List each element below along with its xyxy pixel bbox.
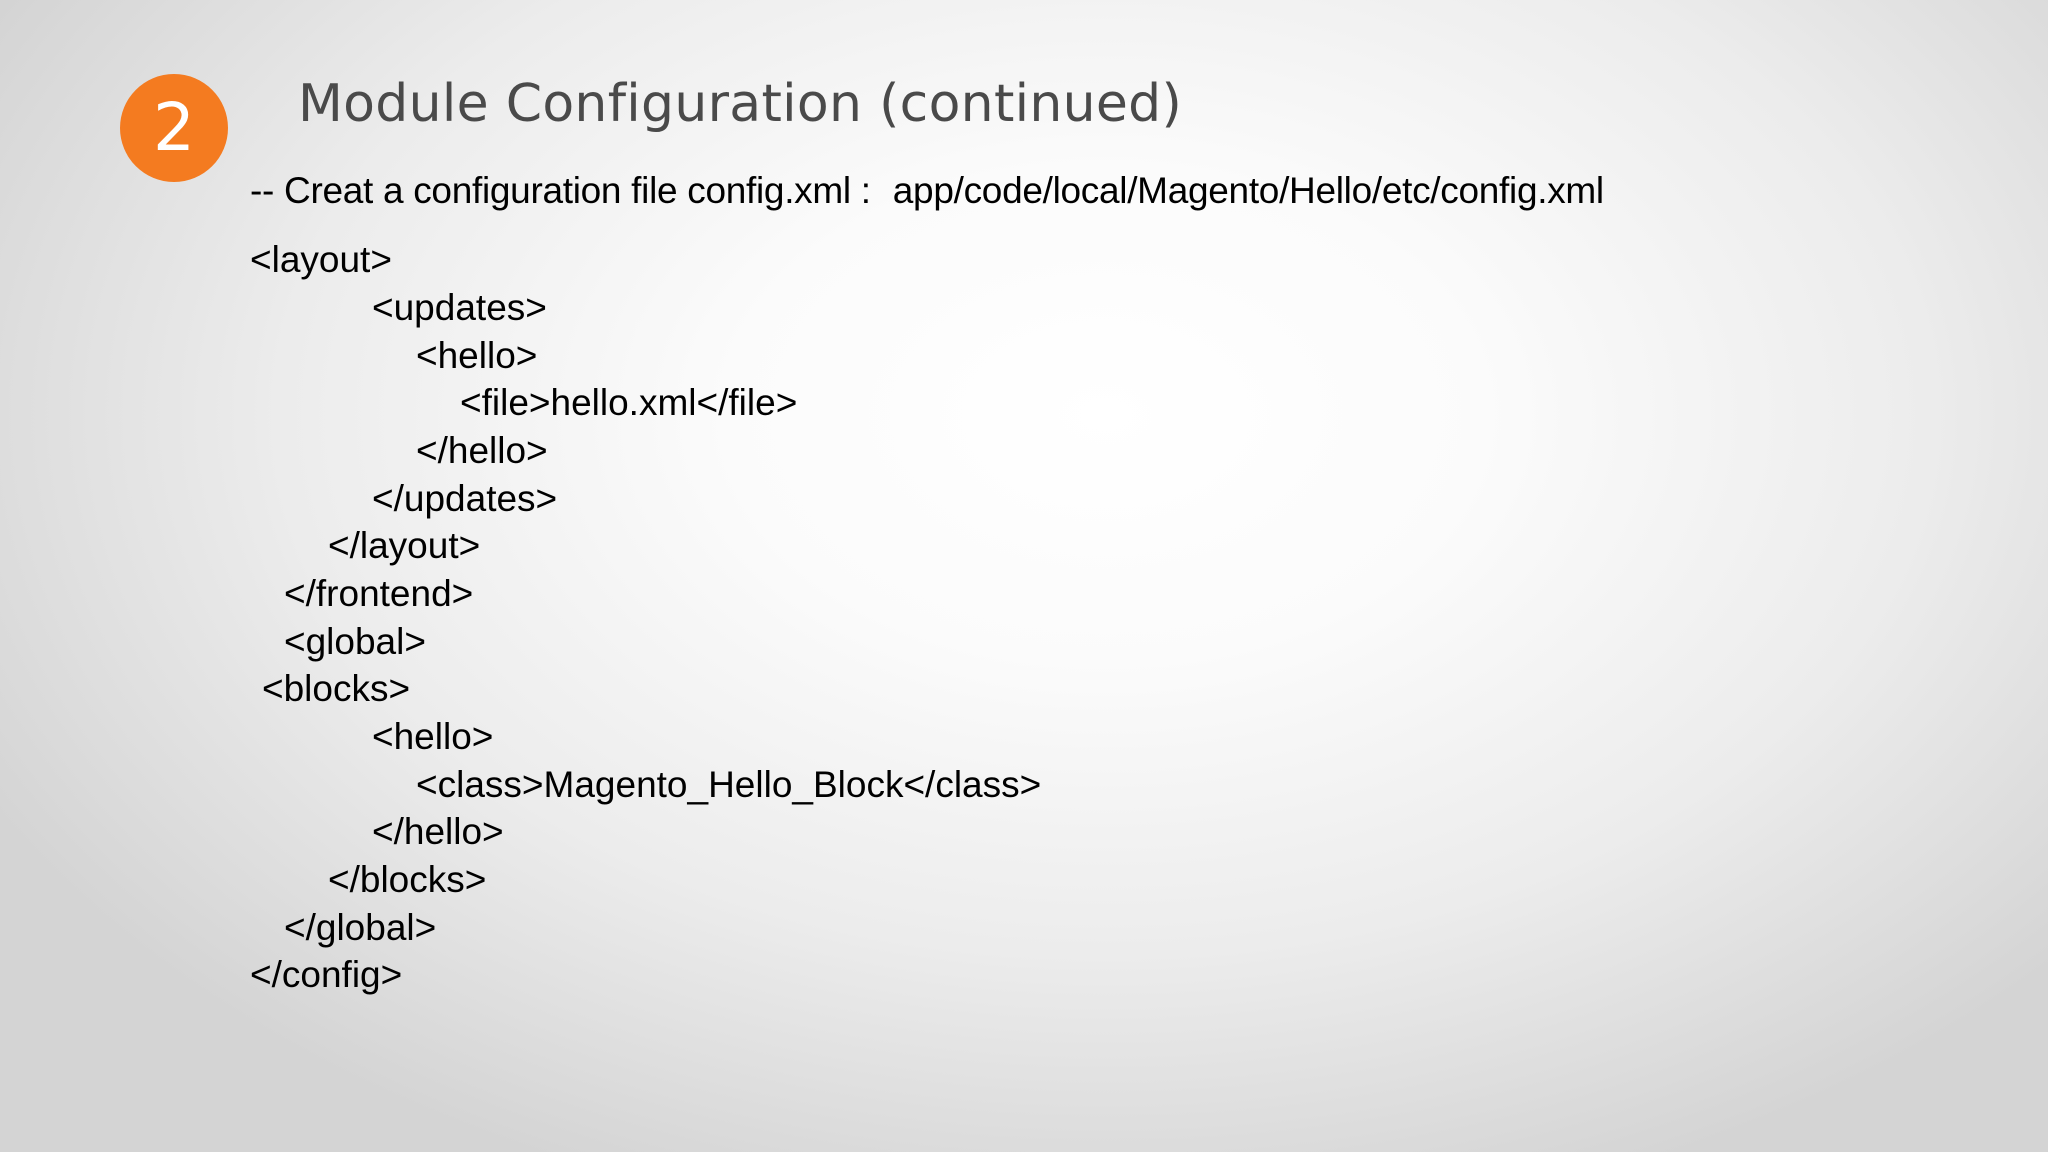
code-line: <hello> bbox=[372, 716, 494, 757]
code-line: </layout> bbox=[328, 525, 481, 566]
code-line: <file>hello.xml</file> bbox=[460, 382, 798, 423]
code-line: <class>Magento_Hello_Block</class> bbox=[416, 764, 1042, 805]
code-line: </updates> bbox=[372, 478, 558, 519]
code-line: </blocks> bbox=[328, 859, 487, 900]
subtitle-prefix: -- Creat a configuration file config.xml… bbox=[250, 170, 871, 211]
code-line: </global> bbox=[284, 907, 437, 948]
code-line: <hello> bbox=[416, 335, 538, 376]
code-line: <blocks> bbox=[262, 668, 411, 709]
subtitle: -- Creat a configuration file config.xml… bbox=[250, 170, 1604, 212]
code-line: </frontend> bbox=[284, 573, 474, 614]
code-line: </hello> bbox=[372, 811, 504, 852]
code-line: <updates> bbox=[372, 287, 547, 328]
slide-title: Module Configuration (continued) bbox=[298, 74, 1183, 134]
code-line: </config> bbox=[250, 954, 403, 995]
step-number-badge: 2 bbox=[120, 74, 228, 182]
code-line: </hello> bbox=[416, 430, 548, 471]
step-number: 2 bbox=[153, 89, 195, 166]
code-line: <layout> bbox=[250, 239, 392, 280]
code-line: <global> bbox=[284, 621, 426, 662]
subtitle-path: app/code/local/Magento/Hello/etc/config.… bbox=[892, 170, 1604, 211]
